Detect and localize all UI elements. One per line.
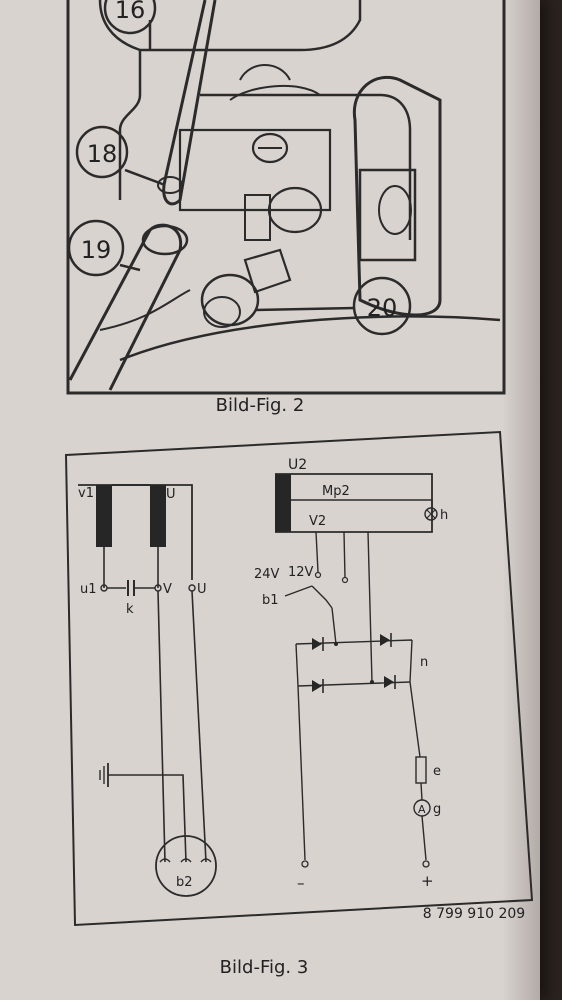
- diode-4: [384, 676, 394, 688]
- switch-out: [331, 607, 337, 645]
- label-b2: b2: [176, 875, 193, 890]
- housing-body: [200, 93, 412, 240]
- fig2-caption: Bild-Fig. 2: [216, 395, 305, 416]
- wire-v: [157, 590, 166, 863]
- wire-ground: [108, 774, 187, 863]
- fuel-pipe: [162, 0, 217, 206]
- label-mp2: Mp2: [322, 484, 350, 499]
- transformer-box: [275, 473, 433, 533]
- hose-clamp: [141, 224, 189, 256]
- callout-18-leader: [124, 168, 166, 187]
- label-h: h: [440, 508, 448, 523]
- wire-plus-3: [421, 815, 427, 861]
- label-e: e: [433, 764, 441, 779]
- wire-u: [191, 590, 207, 863]
- lever-bolt: [378, 185, 412, 235]
- base-curve: [119, 315, 501, 362]
- tap-24v: [315, 531, 319, 573]
- diode-2: [380, 634, 390, 646]
- lamp-h: [424, 507, 438, 521]
- callout-20-leader: [254, 306, 356, 312]
- terminal-u: [188, 584, 196, 592]
- pipe-nut: [157, 176, 183, 194]
- callout-16-circle: [103, 0, 157, 35]
- node-1: [334, 642, 338, 646]
- callout-18: 18: [87, 140, 118, 168]
- fig3-diagram: v1 U u1 k V U b2 U2 Mp2 V2: [64, 430, 534, 927]
- diode-1: [312, 638, 322, 650]
- base-curve-2: [99, 289, 191, 331]
- wire-minus: [297, 685, 306, 861]
- screw-upper: [251, 132, 289, 164]
- terminal-plus: [422, 860, 430, 868]
- terminal-minus: [301, 860, 309, 868]
- fitting-block: [244, 194, 271, 241]
- coil-v1: [96, 485, 112, 547]
- lever-arm: [352, 75, 442, 317]
- terminal-12v: [341, 576, 349, 584]
- housing-top: [98, 0, 362, 52]
- label-24v: 24V: [254, 567, 280, 582]
- callout-19-leader: [119, 263, 141, 272]
- transformer-core: [275, 474, 291, 532]
- housing-left-wall: [118, 50, 142, 200]
- label-plus: +: [421, 872, 434, 890]
- bridge-frame: [295, 639, 413, 687]
- wire-plus-1: [409, 681, 421, 758]
- fig3-caption: Bild-Fig. 3: [220, 957, 309, 978]
- label-b1: b1: [262, 593, 279, 608]
- callout-19-circle: [67, 219, 125, 277]
- plug-pins: [159, 858, 212, 863]
- callout-20-circle: [352, 276, 412, 336]
- wire-plus-2: [420, 782, 423, 801]
- label-v2: V2: [309, 514, 326, 529]
- terminal-24v: [314, 571, 322, 579]
- label-minus: –: [297, 874, 305, 892]
- callout-20: 20: [367, 294, 398, 322]
- part-number: 8 799 910 209: [423, 906, 525, 922]
- diode-3: [312, 680, 322, 692]
- label-g: g: [433, 802, 441, 817]
- node-2: [370, 680, 374, 684]
- carburetor-body: [178, 128, 332, 212]
- callout-19: 19: [81, 236, 112, 264]
- lever-hub: [358, 168, 417, 262]
- label-u1: u1: [80, 582, 97, 597]
- fig2-drawing: 16 18 19 20: [66, 0, 506, 395]
- label-v1: v1: [78, 486, 94, 501]
- label-u2: U2: [288, 457, 307, 473]
- callout-16: 16: [115, 0, 146, 24]
- tap-12v: [343, 531, 346, 579]
- clip-lower: [229, 85, 321, 101]
- label-u-top: U: [166, 487, 176, 502]
- coil-u: [150, 485, 166, 547]
- fig2-frame: [66, 0, 506, 395]
- fuse-e: [415, 756, 427, 784]
- screw-thread: [243, 248, 292, 294]
- callout-18-circle: [75, 125, 129, 179]
- plug-b2: [155, 835, 217, 897]
- label-k: k: [126, 602, 134, 617]
- wire-v2-bridge: [367, 531, 373, 683]
- label-12v: 12V: [288, 565, 314, 580]
- label-u-bottom: U: [197, 582, 207, 597]
- thumb-screw-head: [203, 296, 241, 328]
- manual-page: [0, 0, 540, 1000]
- fig3-frame: [64, 430, 534, 927]
- label-a: A: [418, 803, 426, 816]
- lamp-cross: [426, 509, 436, 519]
- switch-b1: [284, 585, 333, 609]
- label-v: V: [163, 582, 172, 597]
- label-n: n: [420, 655, 428, 670]
- clip-upper: [239, 64, 291, 81]
